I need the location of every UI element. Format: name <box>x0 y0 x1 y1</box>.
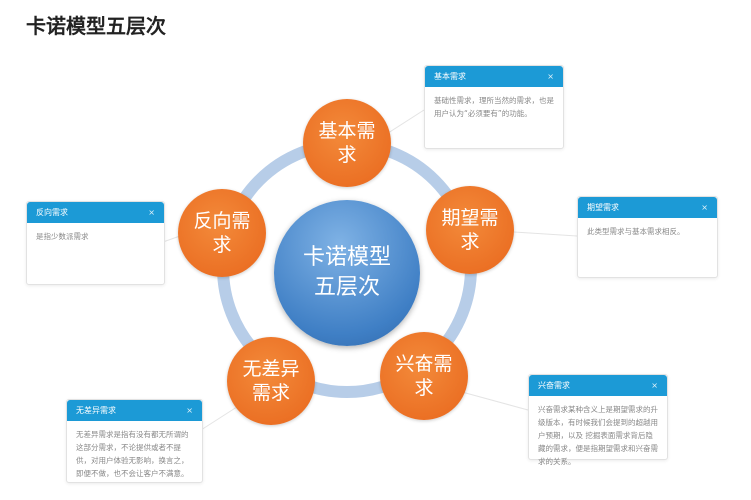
node-exciting[interactable]: 兴奋需求 <box>380 332 468 420</box>
box-title: 兴奋需求 <box>538 381 570 390</box>
box-title: 反向需求 <box>36 208 68 217</box>
info-box-basic: 基本需求 × 基础性需求，理所当然的需求，也是用户认为“必须要有”的功能。 <box>424 65 564 149</box>
node-reverse[interactable]: 反向需求 <box>178 189 266 277</box>
box-body: 基础性需求，理所当然的需求，也是用户认为“必须要有”的功能。 <box>434 96 554 118</box>
box-body: 无差异需求是指有没有都无所谓的这部分需求，不论提供或者不提供，对用户体验无影响，… <box>76 430 189 478</box>
info-box-expected: 期望需求 × 此类型需求与基本需求相反。 <box>577 196 718 278</box>
info-box-exciting: 兴奋需求 × 兴奋需求某种含义上是期望需求的升级版本，有时候我们会提到的超越用户预… <box>528 374 668 466</box>
box-body: 兴奋需求某种含义上是期望需求的升级版本，有时候我们会提到的超越用户预期，以及 挖… <box>538 405 658 466</box>
close-icon[interactable]: × <box>651 381 658 390</box>
close-icon[interactable]: × <box>148 208 155 217</box>
connector <box>384 109 425 136</box>
box-body: 此类型需求与基本需求相反。 <box>587 227 685 236</box>
box-title: 无差异需求 <box>76 406 116 415</box>
connector <box>513 231 578 237</box>
info-box-reverse: 反向需求 × 是指少数派需求 <box>26 201 165 285</box>
page-title: 卡诺模型五层次 <box>26 14 166 38</box>
close-icon[interactable]: × <box>186 406 193 415</box>
connector <box>162 235 181 243</box>
connector <box>200 404 241 431</box>
node-basic[interactable]: 基本需求 <box>303 99 391 187</box>
close-icon[interactable]: × <box>547 72 554 81</box>
center-circle: 卡诺模型五层次 <box>274 200 420 346</box>
connector <box>461 391 529 411</box>
box-title: 期望需求 <box>587 203 619 212</box>
info-box-indifferent: 无差异需求 × 无差异需求是指有没有都无所谓的这部分需求，不论提供或者不提供，对用… <box>66 399 203 483</box>
box-body: 是指少数派需求 <box>36 232 89 241</box>
box-title: 基本需求 <box>434 72 466 81</box>
node-expected[interactable]: 期望需求 <box>426 186 514 274</box>
node-indifferent[interactable]: 无差异需求 <box>227 337 315 425</box>
close-icon[interactable]: × <box>701 203 708 212</box>
